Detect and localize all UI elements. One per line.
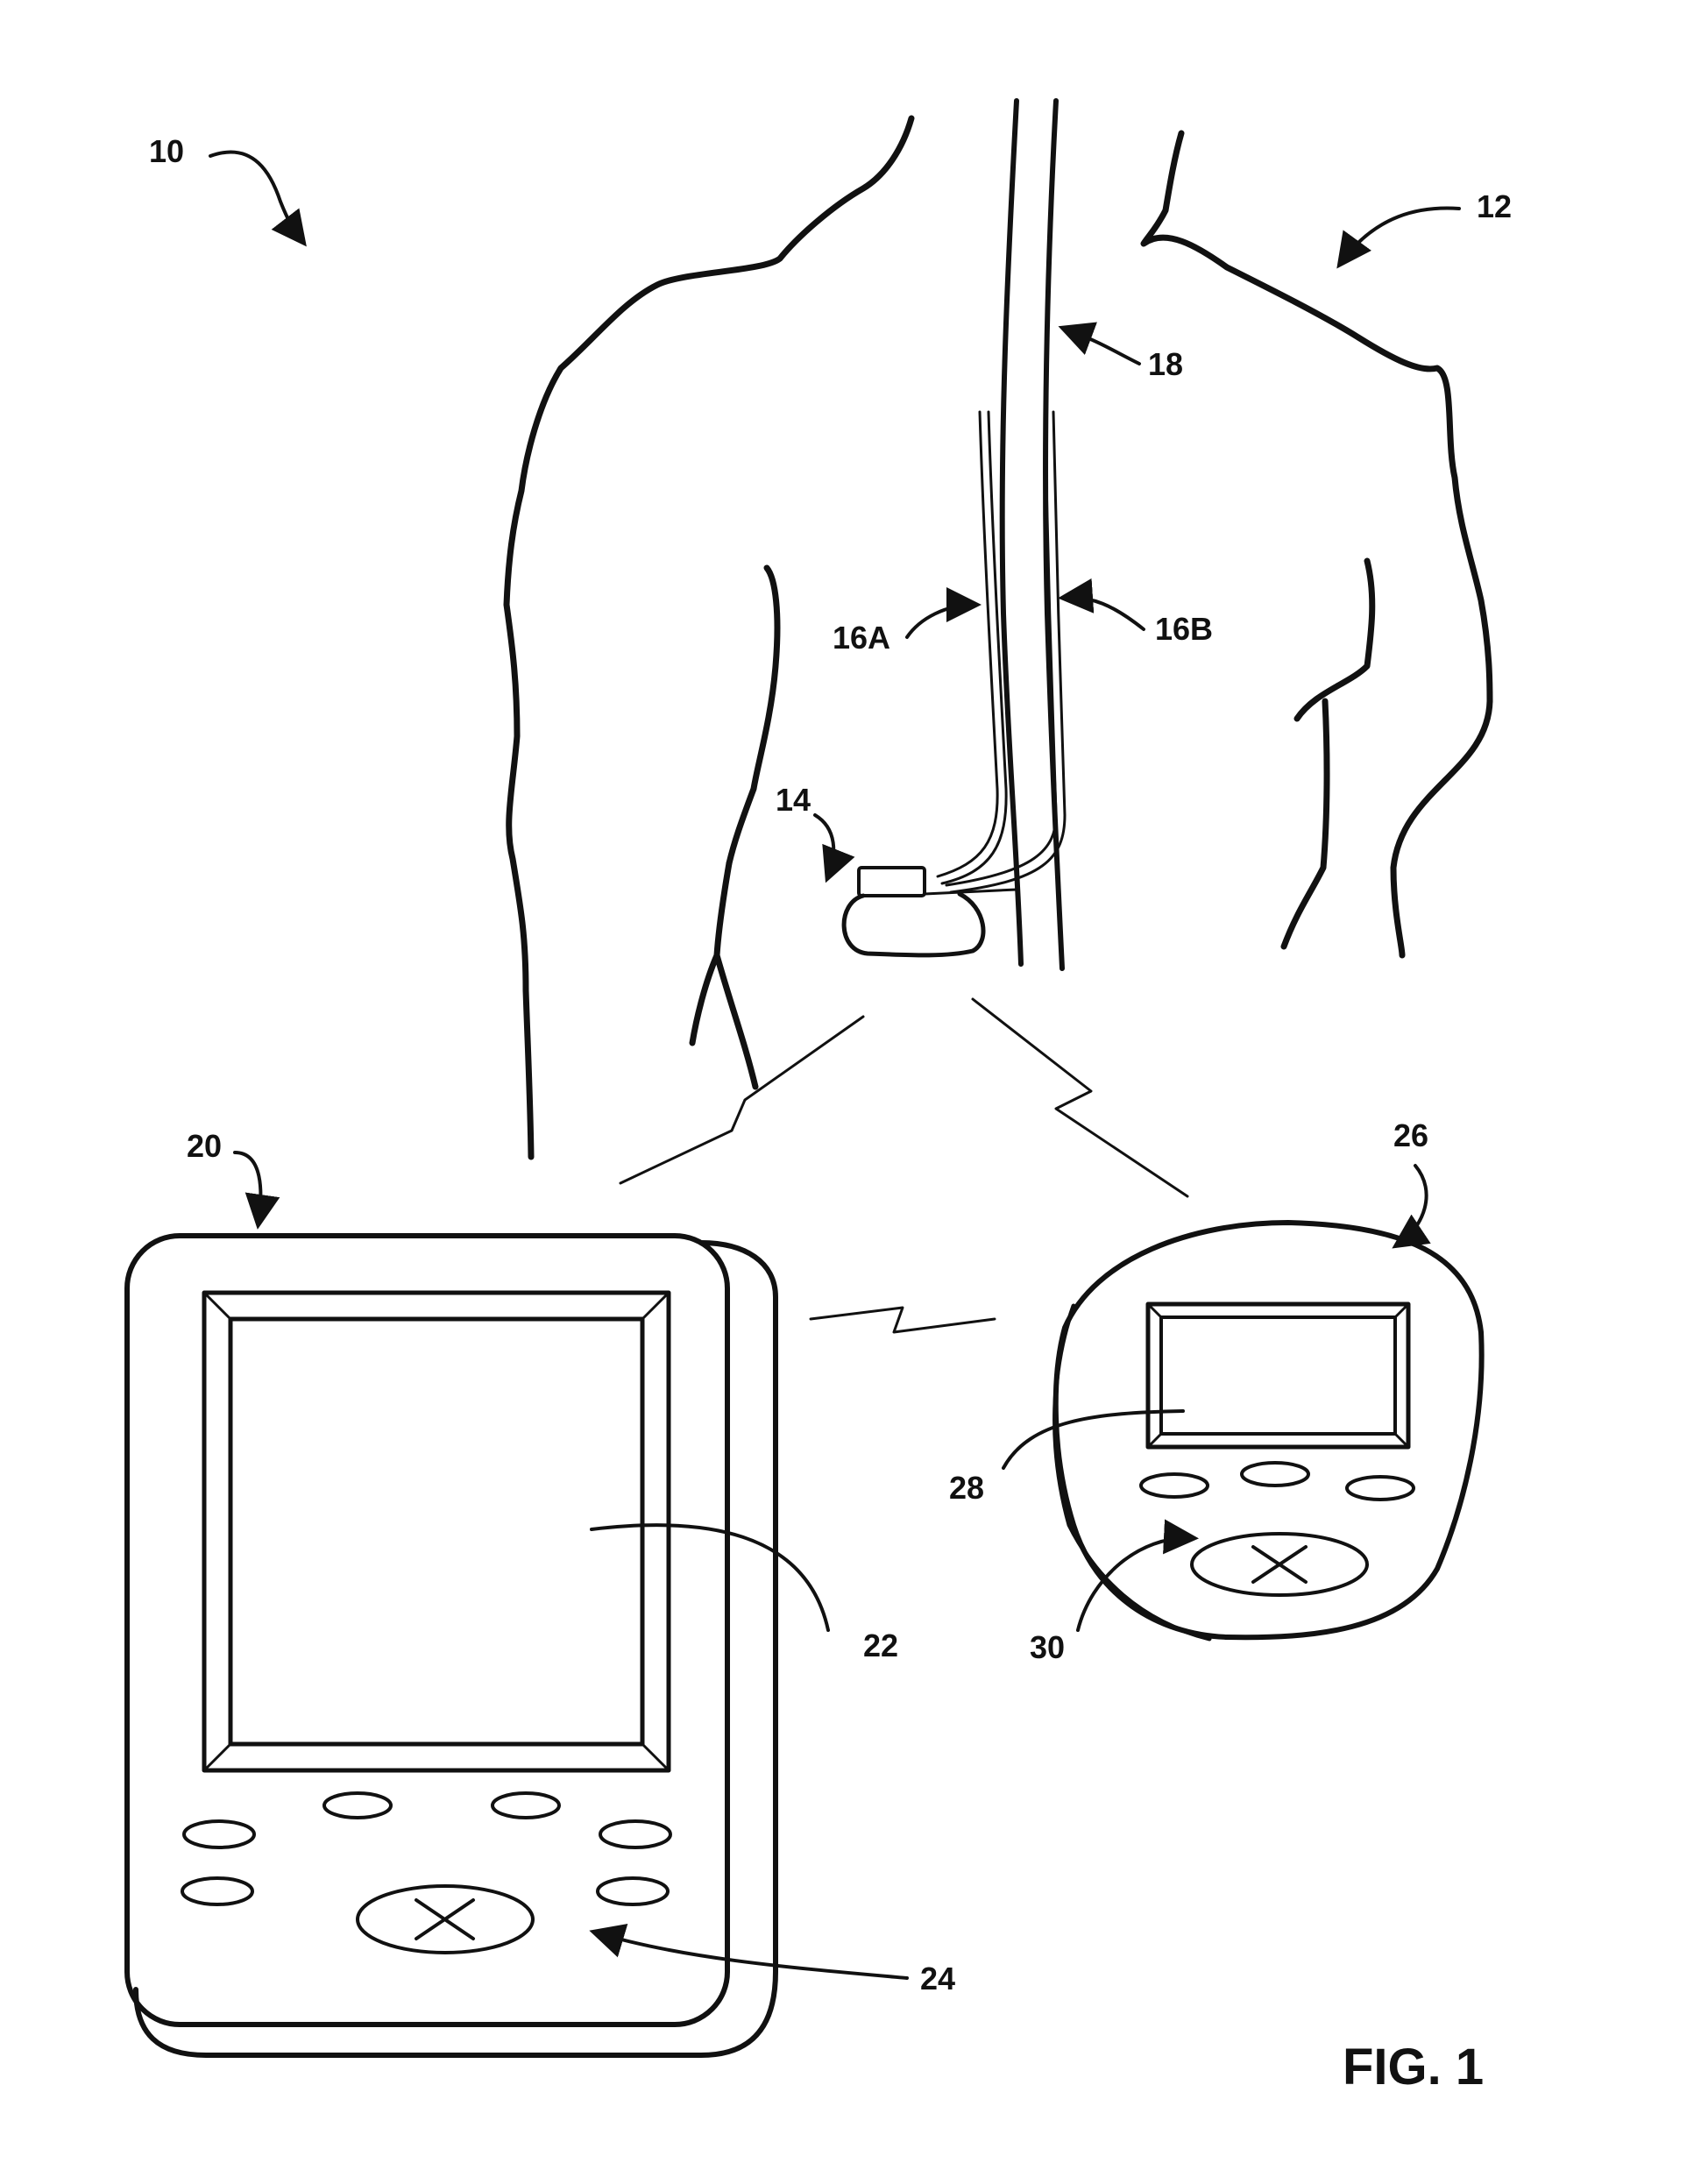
reference-labels: 10 12 18 16A 16B 14 20 22 24 26 28 30 FI… [149, 133, 1512, 2096]
clinician-button-right-2[interactable] [598, 1878, 668, 1904]
patient-button-center[interactable] [1242, 1463, 1308, 1486]
right-arm-lower [1284, 701, 1327, 947]
torso-left-outline [507, 118, 911, 990]
leader-24 [596, 1933, 907, 1978]
patient-center-button[interactable] [1192, 1534, 1367, 1595]
lead-16a-outer [938, 412, 997, 876]
spinal-cord-left [1003, 101, 1021, 964]
clinician-button-left-2[interactable] [182, 1878, 252, 1904]
patient-button-right[interactable] [1347, 1477, 1414, 1500]
leader-30 [1078, 1538, 1192, 1630]
leader-16b [1065, 598, 1144, 629]
leader-12 [1341, 209, 1459, 263]
clinician-button-top-left[interactable] [324, 1793, 391, 1818]
patient-button-left[interactable] [1141, 1474, 1208, 1497]
stimulator-header [859, 868, 925, 896]
clinician-center-button[interactable] [358, 1886, 533, 1953]
label-14: 14 [776, 782, 811, 818]
leader-10 [210, 152, 302, 241]
left-arm-lower-2 [692, 955, 717, 1043]
right-torso-lower [1393, 701, 1490, 955]
leader-26 [1398, 1166, 1427, 1245]
wireless-link-patient [973, 999, 1187, 1196]
wireless-link-programmers [811, 1308, 995, 1332]
torso-left-waist [526, 990, 531, 1157]
label-28: 28 [949, 1470, 984, 1506]
leader-22 [592, 1525, 828, 1630]
left-arm-inner [729, 568, 777, 863]
right-arm-inner [1297, 561, 1372, 719]
figure-title: FIG. 1 [1343, 2039, 1484, 2096]
clinician-button-right-1[interactable] [600, 1821, 670, 1847]
leader-18 [1065, 329, 1139, 364]
patient-programmer-depth [1055, 1306, 1209, 1639]
leader-lines [210, 152, 1459, 1978]
label-30: 30 [1030, 1629, 1065, 1665]
label-10: 10 [149, 133, 184, 169]
clinician-button-left-1[interactable] [184, 1821, 254, 1847]
spinal-cord [1003, 101, 1062, 968]
label-24: 24 [920, 1961, 955, 1996]
leader-16a [907, 605, 974, 637]
leader-14 [815, 815, 833, 876]
leader-20 [235, 1152, 260, 1223]
implantable-stimulator [844, 868, 983, 955]
label-16b: 16B [1155, 611, 1213, 647]
patient-display-bezel [1148, 1304, 1408, 1447]
clinician-programmer [127, 1236, 776, 2055]
wireless-links [620, 999, 1187, 1332]
clinician-button-top-right[interactable] [493, 1793, 559, 1818]
patient-display[interactable] [1161, 1317, 1395, 1434]
label-16a: 16A [833, 620, 890, 656]
clinician-display-bezel [204, 1293, 669, 1770]
clinician-display[interactable] [230, 1319, 642, 1744]
label-20: 20 [187, 1128, 222, 1164]
label-18: 18 [1148, 346, 1183, 382]
patient-programmer [1055, 1223, 1482, 1639]
label-22: 22 [863, 1628, 898, 1663]
left-arm-lower [717, 863, 755, 1087]
label-12: 12 [1477, 188, 1512, 224]
patient-programmer-body[interactable] [1056, 1223, 1482, 1637]
stimulator-body [844, 894, 983, 955]
label-26: 26 [1393, 1117, 1428, 1153]
